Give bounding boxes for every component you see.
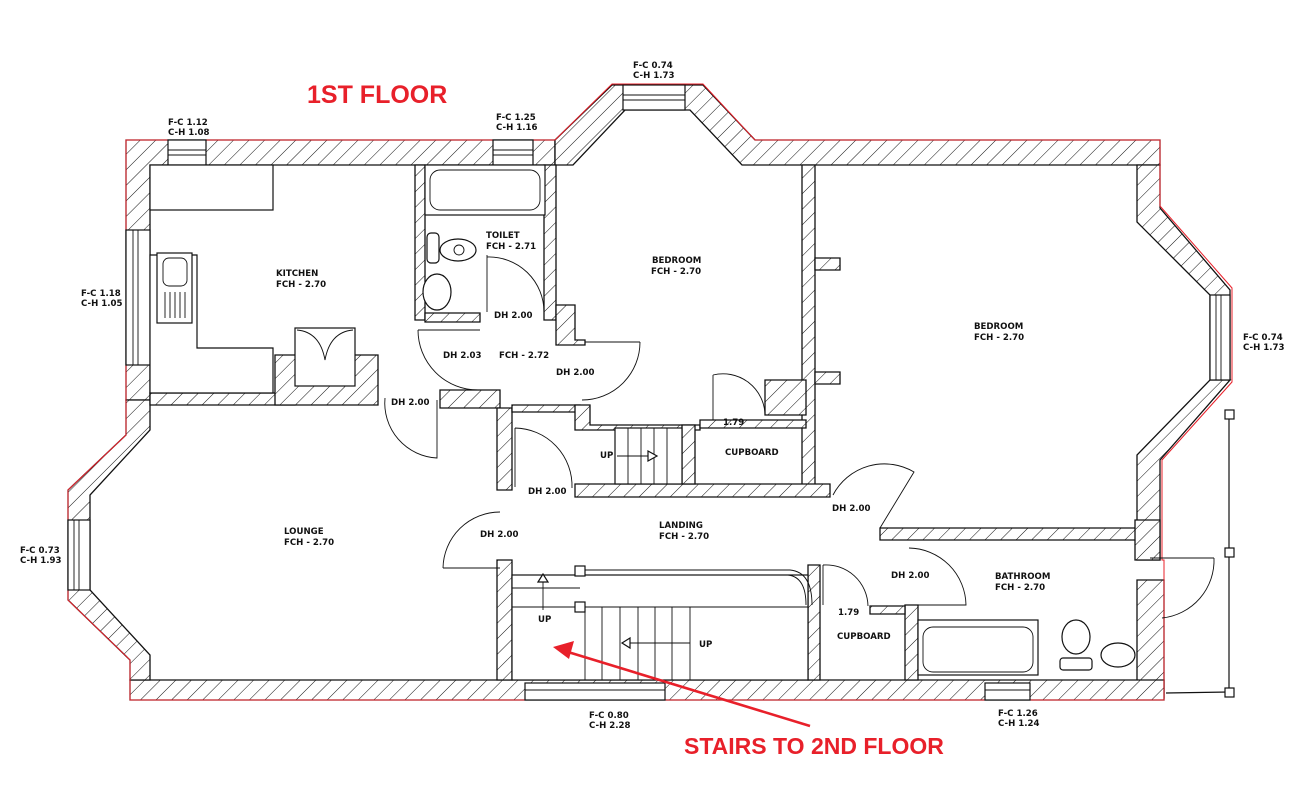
room-bedroom-1-label: BEDROOM: [652, 256, 701, 266]
svg-text:C-H 1.16: C-H 1.16: [496, 123, 537, 133]
room-bathroom-height: FCH - 2.70: [995, 583, 1045, 593]
boundary-outline: [67, 83, 1233, 701]
svg-text:C-H 1.73: C-H 1.73: [1243, 343, 1284, 353]
room-labels: KITCHEN FCH - 2.70 TOILET FCH - 2.71 BED…: [276, 231, 1050, 642]
svg-text:DH 2.00: DH 2.00: [480, 530, 519, 540]
svg-text:F-C 1.25: F-C 1.25: [496, 113, 536, 123]
room-kitchen-height: FCH - 2.70: [276, 280, 326, 290]
stairs-up-label-1: UP: [600, 451, 613, 461]
stairs-annotation: STAIRS TO 2ND FLOOR: [684, 733, 944, 759]
fixtures: [149, 164, 1235, 698]
room-bedroom-2-height: FCH - 2.70: [974, 333, 1024, 343]
room-bedroom-1-height: FCH - 2.70: [651, 267, 701, 277]
room-landing-height: FCH - 2.70: [659, 532, 709, 542]
windows: [67, 84, 1231, 701]
toilet-icon: [1061, 619, 1091, 655]
svg-text:DH 2.00: DH 2.00: [391, 398, 430, 408]
svg-text:F-C 1.18: F-C 1.18: [81, 289, 121, 299]
svg-text:F-C 1.12: F-C 1.12: [168, 118, 208, 128]
svg-text:DH 2.00: DH 2.00: [832, 504, 871, 514]
svg-text:F-C 0.74: F-C 0.74: [633, 61, 673, 71]
door-labels: DH 2.00 DH 2.03 DH 2.00 DH 2.00 DH 2.00 …: [391, 311, 930, 581]
room-cupboard-1-label: CUPBOARD: [725, 448, 779, 458]
room-cupboard-2-label: CUPBOARD: [837, 632, 891, 642]
svg-text:C-H 1.05: C-H 1.05: [81, 299, 122, 309]
room-lounge-height: FCH - 2.70: [284, 538, 334, 548]
svg-text:C-H 1.24: C-H 1.24: [998, 719, 1039, 729]
room-bathroom-label: BATHROOM: [995, 572, 1050, 582]
basin-icon: [422, 273, 452, 311]
svg-text:DH 2.00: DH 2.00: [891, 571, 930, 581]
window-labels: F-C 1.12C-H 1.08 F-C 1.25C-H 1.16 F-C 0.…: [20, 61, 1284, 731]
arrowhead-icon: [553, 641, 574, 659]
hall-height: FCH - 2.72: [499, 351, 549, 361]
basin-icon: [1100, 642, 1136, 668]
svg-text:DH 2.00: DH 2.00: [528, 487, 567, 497]
stairs-up-label-3: UP: [699, 640, 712, 650]
room-kitchen-label: KITCHEN: [276, 269, 318, 279]
svg-text:DH 2.00: DH 2.00: [494, 311, 533, 321]
svg-text:F-C 1.26: F-C 1.26: [998, 709, 1038, 719]
svg-text:C-H 1.08: C-H 1.08: [168, 128, 209, 138]
room-toilet-height: FCH - 2.71: [486, 242, 536, 252]
cupboard-height-2: 1.79: [838, 608, 859, 618]
room-toilet-label: TOILET: [486, 231, 520, 241]
room-landing-label: LANDING: [659, 521, 703, 531]
svg-text:C-H 2.28: C-H 2.28: [589, 721, 630, 731]
annotation-arrow: [567, 650, 811, 728]
cupboard-height-1: 1.79: [723, 418, 744, 428]
svg-text:DH 2.00: DH 2.00: [556, 368, 595, 378]
floor-title: 1ST FLOOR: [307, 81, 447, 109]
svg-text:F-C 0.80: F-C 0.80: [589, 711, 629, 721]
room-bedroom-2-label: BEDROOM: [974, 322, 1023, 332]
svg-text:F-C 0.73: F-C 0.73: [20, 546, 60, 556]
room-lounge-label: LOUNGE: [284, 527, 324, 537]
doors: [384, 255, 1215, 619]
svg-text:C-H 1.73: C-H 1.73: [633, 71, 674, 81]
svg-text:F-C 0.74: F-C 0.74: [1243, 333, 1283, 343]
stairs-up-label-2: UP: [538, 615, 551, 625]
svg-text:C-H 1.93: C-H 1.93: [20, 556, 61, 566]
stairs: [511, 427, 813, 681]
toilet-icon: [426, 232, 440, 264]
svg-text:DH 2.03: DH 2.03: [443, 351, 482, 361]
